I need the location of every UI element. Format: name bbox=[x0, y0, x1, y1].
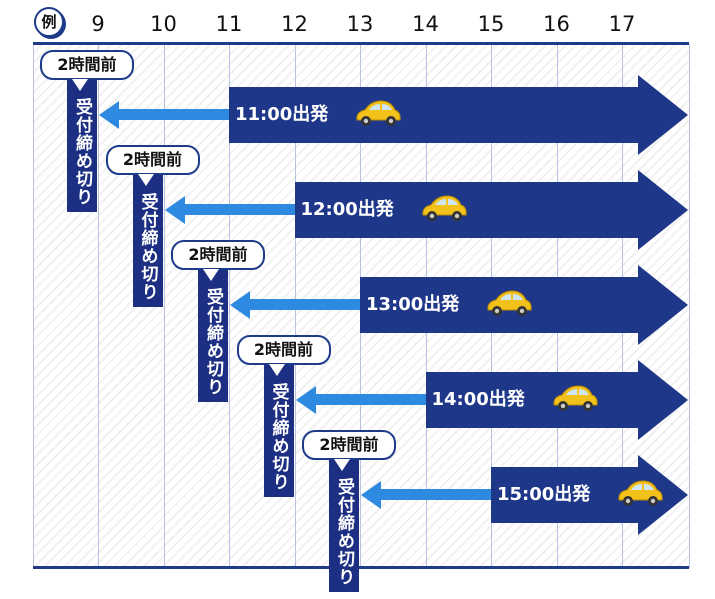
departure-arrow: 14:00出発 bbox=[425, 372, 639, 428]
hour-gridline bbox=[98, 45, 99, 566]
hour-label-15: 15 bbox=[477, 12, 505, 36]
departure-arrow: 11:00出発 bbox=[229, 87, 639, 143]
bottom-rule bbox=[33, 566, 689, 569]
bubble-tail bbox=[203, 269, 219, 281]
two-hours-before-bubble: 2時間前 bbox=[105, 145, 200, 175]
departure-arrow-head bbox=[638, 265, 688, 345]
departure-arrow-head bbox=[638, 170, 688, 250]
deadline-bar: 受付締め切り bbox=[198, 268, 228, 402]
bubble-tail bbox=[72, 79, 88, 91]
departure-arrow-head bbox=[638, 360, 688, 440]
hour-gridline bbox=[163, 45, 165, 566]
two-hours-before-bubble: 2時間前 bbox=[171, 240, 265, 270]
departure-arrow: 12:00出発 bbox=[294, 182, 639, 238]
deadline-arrow-line bbox=[308, 394, 426, 405]
bubble-tail bbox=[268, 364, 285, 376]
departure-arrow: 15:00出発 bbox=[491, 467, 639, 523]
deadline-bar: 受付締め切り bbox=[263, 363, 294, 497]
deadline-arrow-head bbox=[164, 196, 185, 224]
deadline-arrow-head bbox=[361, 481, 381, 509]
deadline-arrow-line bbox=[243, 299, 360, 310]
two-hours-before-bubble: 2時間前 bbox=[302, 430, 396, 460]
hour-label-9: 9 bbox=[91, 12, 105, 36]
two-hours-before-bubble: 2時間前 bbox=[236, 335, 331, 365]
example-badge: 例 bbox=[34, 7, 64, 37]
car-icon bbox=[484, 288, 534, 318]
hour-label-16: 16 bbox=[543, 12, 570, 36]
bubble-tail bbox=[334, 459, 350, 471]
hour-label-17: 17 bbox=[608, 12, 636, 36]
car-icon bbox=[550, 383, 600, 413]
departure-arrow: 13:00出発 bbox=[360, 277, 639, 333]
deadline-arrow-head bbox=[295, 386, 316, 414]
deadline-arrow-line bbox=[177, 204, 295, 215]
deadline-arrow-line bbox=[112, 109, 229, 120]
car-icon bbox=[419, 193, 469, 223]
hour-label-10: 10 bbox=[150, 12, 177, 36]
bubble-tail bbox=[137, 174, 154, 186]
car-icon bbox=[353, 98, 403, 128]
deadline-bar: 受付締め切り bbox=[67, 78, 97, 212]
hour-label-13: 13 bbox=[346, 12, 374, 36]
car-icon bbox=[615, 478, 665, 508]
deadline-bar: 受付締め切り bbox=[329, 458, 359, 592]
top-rule bbox=[33, 42, 689, 45]
deadline-arrow-head bbox=[230, 291, 250, 319]
hour-gridline bbox=[229, 45, 230, 566]
deadline-arrow-head bbox=[99, 101, 119, 129]
deadline-arrow-line bbox=[374, 489, 491, 500]
hour-label-12: 12 bbox=[281, 12, 308, 36]
hour-label-14: 14 bbox=[412, 12, 439, 36]
deadline-bar: 受付締め切り bbox=[132, 173, 163, 307]
two-hours-before-bubble: 2時間前 bbox=[40, 50, 134, 80]
hour-label-11: 11 bbox=[215, 12, 243, 36]
departure-arrow-head bbox=[638, 75, 688, 155]
